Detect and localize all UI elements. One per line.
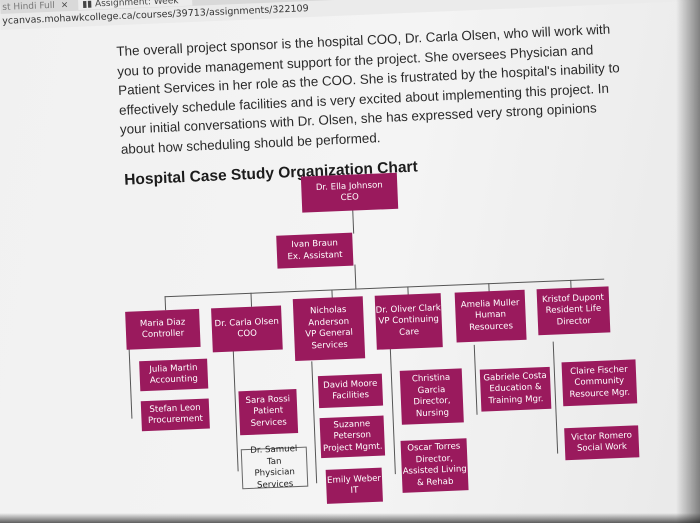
org-box-label: Ivan Braun Ex. Assistant [287, 238, 343, 262]
org-box-label: Gabriele Costa Education & Training Mgr. [483, 370, 547, 407]
assignment-content: The overall project sponsor is the hospi… [116, 19, 632, 190]
org-box-label: Claire Fischer Community Resource Mgr. [569, 364, 631, 400]
org-box-controller: Maria Diaz Controller [125, 308, 201, 350]
org-box-label: Nicholas Anderson VP General Services [305, 304, 354, 351]
org-box-ceo: Dr. Ella Johnson CEO [300, 172, 399, 213]
screen-edge-shadow [0, 513, 700, 523]
org-box-nursing: Christina Garcia Director, Nursing [399, 368, 464, 425]
org-box-label: Sara Rossi Patient Services [245, 394, 291, 429]
org-box-label: Dr. Samuel Tan Physician Services [250, 444, 298, 491]
project-sponsor-paragraph: The overall project sponsor is the hospi… [116, 21, 621, 157]
org-box-human-resources: Amelia Muller Human Resources [454, 289, 527, 343]
org-box-label: Amelia Muller Human Resources [460, 297, 520, 333]
org-box-label: David Moore Facilities [322, 378, 378, 402]
org-box-patient-services: Sara Rossi Patient Services [238, 389, 299, 436]
org-box-label: Dr. Carla Olsen COO [214, 316, 280, 340]
screen-edge-shadow [676, 0, 700, 523]
connector-line [164, 296, 167, 311]
org-box-project-mgmt: Suzanne Peterson Project Mgmt. [319, 415, 386, 459]
org-box-label: Kristof Dupont Resident Life Director [541, 292, 605, 328]
close-tab-icon[interactable]: × [60, 0, 69, 11]
org-box-community-resource: Claire Fischer Community Resource Mgr. [561, 359, 638, 407]
org-box-label: Christina Garcia Director, Nursing [411, 372, 451, 419]
org-box-label: Dr. Ella Johnson CEO [315, 179, 383, 204]
org-box-resident-life: Kristof Dupont Resident Life Director [536, 286, 611, 336]
org-box-social-work: Victor Romero Social Work [564, 425, 640, 461]
canvas-icon: ▮▮ [82, 0, 93, 10]
connector-line [552, 341, 559, 454]
org-box-label: Julia Martin Accounting [149, 362, 199, 386]
org-box-label: Stefan Leon Procurement [147, 402, 204, 426]
connector-line [473, 344, 478, 415]
org-box-assisted-living: Oscar Torres Director, Assisted Living &… [400, 438, 469, 493]
org-box-label: Dr. Oliver Clark VP Continuing Care [375, 302, 442, 338]
org-box-vp-general-services: Nicholas Anderson VP General Services [292, 296, 366, 362]
org-box-label: Suzanne Peterson Project Mgmt. [322, 418, 383, 454]
connector-line [389, 348, 396, 475]
org-box-label: Maria Diaz Controller [139, 316, 186, 341]
connector-line [250, 292, 253, 307]
connector-line [352, 209, 355, 234]
org-box-vp-continuing-care: Dr. Oliver Clark VP Continuing Care [374, 293, 443, 350]
connector-line [232, 349, 239, 472]
org-box-education-training: Gabriele Costa Education & Training Mgr. [479, 366, 552, 412]
org-box-label: Oscar Torres Director, Assisted Living &… [402, 441, 467, 488]
org-box-procurement: Stefan Leon Procurement [140, 398, 210, 432]
connector-line [311, 361, 318, 484]
org-box-facilities: David Moore Facilities [317, 373, 384, 409]
connector-line [128, 348, 133, 419]
org-chart: Dr. Ella Johnson CEO Ivan Braun Ex. Assi… [118, 163, 651, 523]
org-box-label: Emily Weber IT [326, 473, 382, 496]
org-box-it: Emily Weber IT [325, 467, 383, 504]
org-box-accounting: Julia Martin Accounting [139, 358, 209, 392]
connector-line [354, 264, 357, 289]
org-box-coo: Dr. Carla Olsen COO [211, 305, 283, 353]
org-box-assistant: Ivan Braun Ex. Assistant [276, 232, 354, 269]
org-box-label: Victor Romero Social Work [570, 430, 633, 454]
org-box-physician-services: Dr. Samuel Tan Physician Services [240, 444, 309, 491]
